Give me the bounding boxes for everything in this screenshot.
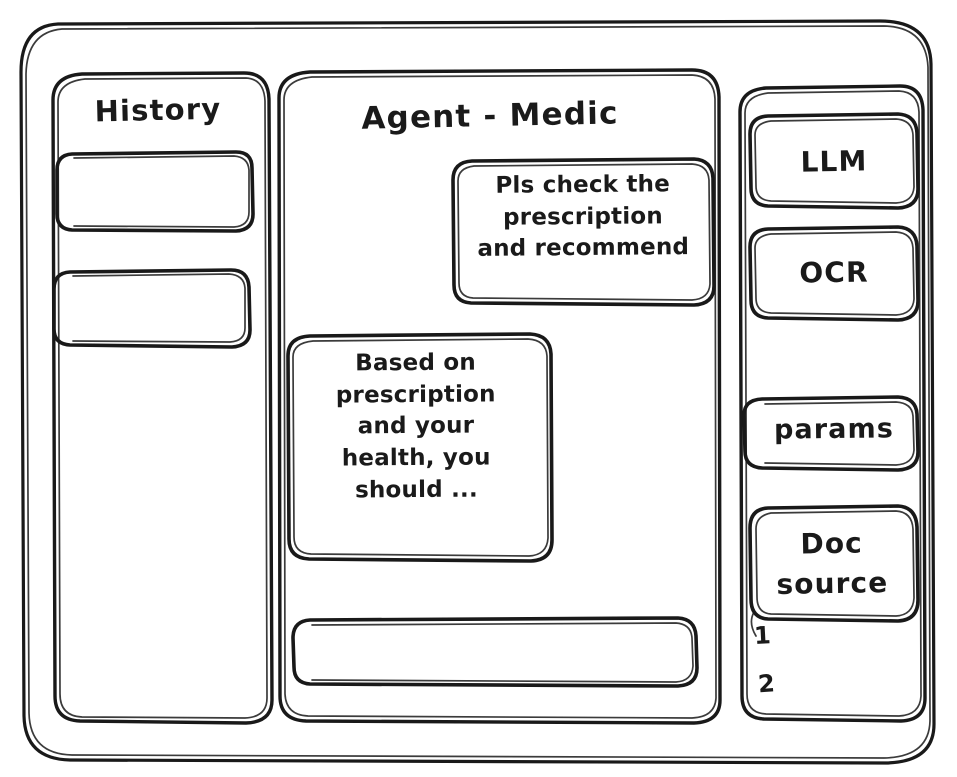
history-panel bbox=[53, 70, 272, 723]
agent-panel bbox=[279, 70, 720, 723]
tools-panel bbox=[740, 86, 925, 721]
